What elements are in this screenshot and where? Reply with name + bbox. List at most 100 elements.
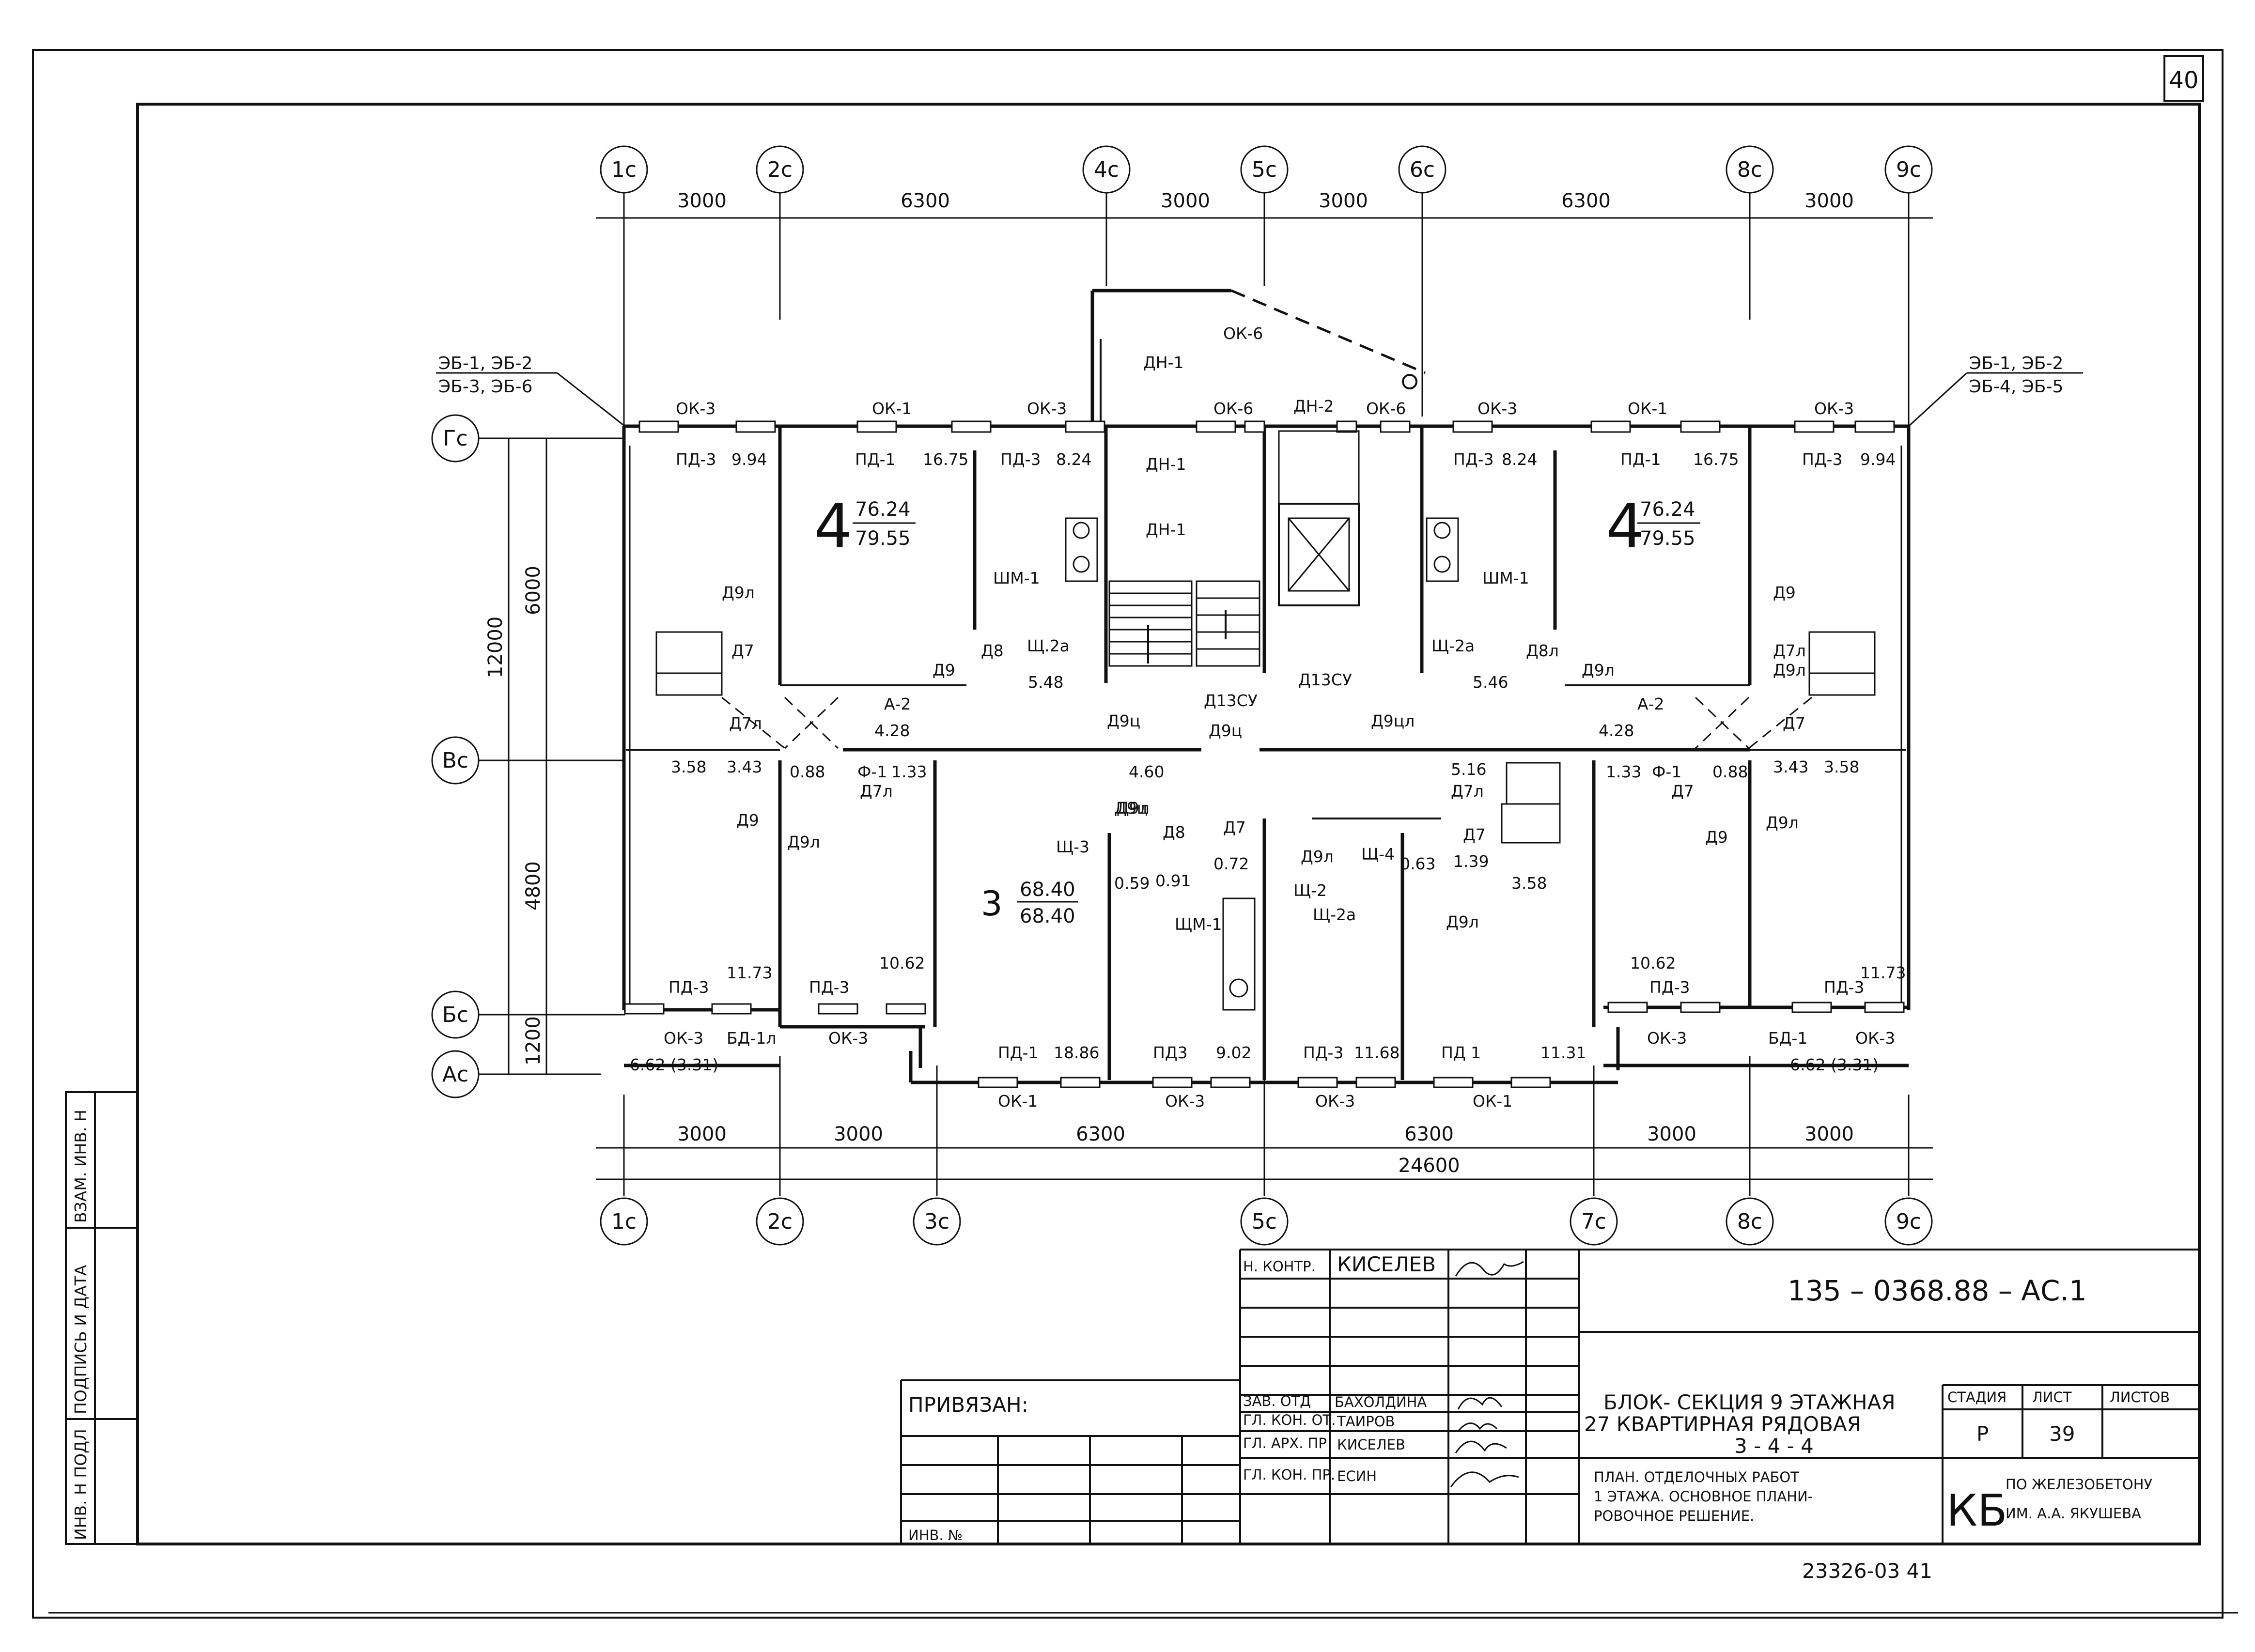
plan-label: Д9 xyxy=(933,661,955,679)
plan-label: 1.33 xyxy=(891,762,927,781)
plan-label: Д9л xyxy=(1773,661,1806,679)
plan-label: 8.24 xyxy=(1502,450,1537,469)
dim-top-3: 3000 xyxy=(1161,190,1210,212)
sheet-number-box: 40 xyxy=(2163,55,2204,102)
plan-label: Д9ц xyxy=(1209,721,1242,740)
windows-facade-top xyxy=(638,420,1895,433)
org-line1: ПО ЖЕЛЕЗОБЕТОНУ xyxy=(2006,1476,2153,1493)
apt-center-rooms: 3 xyxy=(981,884,1003,924)
sheet-title-line2: 1 ЭТАЖА. ОСНОВНОЕ ПЛАНИ- xyxy=(1594,1488,1813,1505)
plan-label: ПД3 xyxy=(1153,1043,1188,1062)
callout-right-line1: ЭБ-1, ЭБ-2 xyxy=(1969,354,2063,373)
axis-9c-bottom: 9c xyxy=(1896,1209,1921,1234)
plan-label: Д9ц xyxy=(1107,711,1140,730)
windows-facade-bottom xyxy=(624,1002,1905,1088)
dim-left-4800: 4800 xyxy=(522,861,544,911)
plan-label: 11.73 xyxy=(1860,963,1906,982)
inner-frame xyxy=(136,103,2201,1545)
plan-label: 5.16 xyxy=(1451,760,1486,779)
plan-label: ПД-3 xyxy=(809,978,850,997)
callouts: ЭБ-1, ЭБ-2 ЭБ-3, ЭБ-6 ЭБ-1, ЭБ-2 ЭБ-4, Э… xyxy=(438,354,2063,397)
plan-label: А-2 xyxy=(884,695,911,713)
dim-top-1: 3000 xyxy=(677,190,727,212)
plan-label: ОК-3 xyxy=(1027,399,1067,418)
plan-label: 3.58 xyxy=(1511,874,1547,893)
stage-value: Р xyxy=(1976,1422,1989,1446)
dim-top-2: 6300 xyxy=(901,190,950,212)
plan-label: Д7л xyxy=(1451,782,1484,801)
axis-labels-left: Гс Вс Бс Ас xyxy=(442,426,468,1087)
axis-5c-top: 5c xyxy=(1252,157,1277,182)
plan-label: 9.02 xyxy=(1216,1043,1251,1062)
plan-label: Д9 xyxy=(1773,583,1796,602)
sheet-title-line3: РОВОЧНОЕ РЕШЕНИЕ. xyxy=(1594,1508,1754,1524)
plan-label: ПД-1 xyxy=(855,450,896,469)
plan-label: Д9л xyxy=(1582,661,1615,679)
plan-label: 5.48 xyxy=(1028,673,1063,692)
elevator-shaft xyxy=(1278,430,1360,606)
plan-label: Д7л xyxy=(1773,641,1806,660)
stage-header: СТАДИЯ xyxy=(1947,1389,2006,1405)
plan-label: Д7 xyxy=(731,641,754,660)
plan-label: 4.28 xyxy=(874,721,910,740)
plan-label: ОК-1 xyxy=(998,1092,1038,1111)
plan-label: Щ-2 xyxy=(1293,881,1327,900)
name-esin: ЕСИН xyxy=(1337,1468,1377,1484)
plan-label: ОК-6 xyxy=(1223,324,1263,343)
dimensions-bottom: 3000 3000 6300 6300 3000 3000 24600 xyxy=(677,1123,1854,1177)
axis-8c-top: 8c xyxy=(1737,157,1762,182)
dim-top-5: 6300 xyxy=(1561,190,1611,212)
plan-label: Д13СУ xyxy=(1298,670,1352,689)
dim-bot-4: 6300 xyxy=(1404,1123,1454,1145)
plan-label: ОК-1 xyxy=(872,399,912,418)
vent-marker xyxy=(1402,374,1417,389)
title-block-text: 135 – 0368.88 – АС.1 ПРИВЯЗАН: ИНВ. № Н.… xyxy=(908,1252,2170,1544)
stamp-inv-label: ИНВ. Н ПОДЛ xyxy=(71,1429,90,1540)
stamp-replace-label: ВЗАМ. ИНВ. Н xyxy=(71,1110,90,1223)
plan-label: ОК-3 xyxy=(664,1029,703,1048)
plan-label: 3.58 xyxy=(1824,757,1859,776)
plan-label: ОК-3 xyxy=(1647,1029,1687,1048)
plan-label: Д13СУ xyxy=(1204,691,1258,710)
apt-left-rooms: 4 xyxy=(814,492,853,562)
plan-label: ОК-3 xyxy=(1165,1092,1205,1111)
doc-code: 135 – 0368.88 – АС.1 xyxy=(1788,1274,2087,1307)
callout-left-line1: ЭБ-1, ЭБ-2 xyxy=(438,354,532,373)
plan-label: ДН-1 xyxy=(1146,455,1186,474)
plan-label: Д7 xyxy=(1463,825,1486,844)
dim-left-1200: 1200 xyxy=(522,1016,544,1065)
apartment-marks: 4 76.24 79.55 4 76.24 79.55 3 68.40 68.4… xyxy=(814,492,1700,927)
project-line3: 3 - 4 - 4 xyxy=(1734,1434,1814,1458)
plan-label: Д8 xyxy=(1163,823,1185,842)
plan-label: ПД-1 xyxy=(998,1043,1039,1062)
leader-lines xyxy=(436,372,2083,427)
axis-markers-bottom xyxy=(596,1056,1933,1246)
title-block xyxy=(900,1249,2199,1544)
name-kiselev-2: КИСЕЛЕВ xyxy=(1337,1436,1405,1453)
org-line2: ИМ. А.А. ЯКУШЕВА xyxy=(2006,1505,2141,1522)
plan-label: Д8 xyxy=(981,641,1004,660)
dim-left-6000: 6000 xyxy=(522,566,544,615)
plan-label: ДН-2 xyxy=(1293,397,1334,416)
plan-label: Д9ц xyxy=(1114,799,1148,818)
plan-label: 4.28 xyxy=(1599,721,1634,740)
floor-plan xyxy=(622,289,1911,1084)
axis-4c-top: 4c xyxy=(1094,157,1119,182)
plan-labels: ОК-3 ОК-1 ОК-3 ОК-6 ОК-6 ОК-3 ОК-1 ОК-3 … xyxy=(630,324,1906,1111)
plan-label: Д7л xyxy=(860,782,893,801)
dim-left-12000: 12000 xyxy=(484,617,507,678)
plan-label: Д8л xyxy=(1526,641,1559,660)
plan-label: ПД-1 xyxy=(1620,450,1661,469)
org-logo: КБ xyxy=(1946,1485,2007,1536)
plan-label: 9.94 xyxy=(1860,450,1896,469)
plan-label: Д7 xyxy=(1783,714,1805,733)
role-gl-kon-pr: ГЛ. КОН. ПР. xyxy=(1243,1467,1335,1483)
name-kiselev: КИСЕЛЕВ xyxy=(1337,1252,1436,1276)
plan-label: ОК-3 xyxy=(1855,1029,1895,1048)
project-line1: БЛОК- СЕКЦИЯ 9 ЭТАЖНАЯ xyxy=(1603,1390,1896,1414)
plan-label: ОК-1 xyxy=(1628,399,1667,418)
door-swing-dashes xyxy=(721,696,1812,749)
plan-label: А-2 xyxy=(1637,695,1664,713)
plan-label: 10.62 xyxy=(879,954,925,973)
